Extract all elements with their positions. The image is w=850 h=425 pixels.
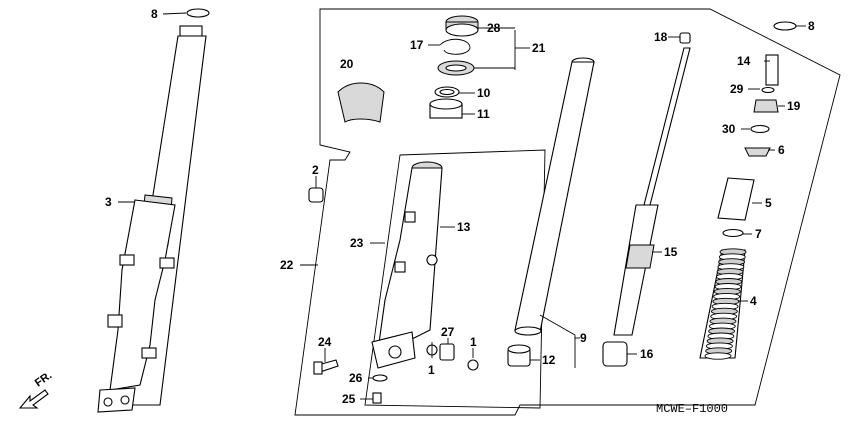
part-25-bolt xyxy=(372,392,382,404)
callout-3: 3 xyxy=(105,195,112,209)
inner-tube xyxy=(507,57,595,367)
callout-29: 29 xyxy=(730,82,744,96)
part-2-bushing xyxy=(308,187,324,203)
callout-4: 4 xyxy=(750,294,757,308)
diagram-code: MCWE–F1000 xyxy=(656,402,728,416)
callout-20: 20 xyxy=(340,57,354,71)
callout-1-a: 1 xyxy=(428,363,435,377)
part-20-cover xyxy=(337,82,385,123)
callout-6: 6 xyxy=(778,143,785,157)
callout-23: 23 xyxy=(350,236,364,250)
callout-10: 10 xyxy=(477,86,491,100)
callout-26: 26 xyxy=(349,371,363,385)
callout-16: 16 xyxy=(640,347,654,361)
fork-spring-coils xyxy=(704,248,747,360)
callout-13: 13 xyxy=(457,220,471,234)
front-direction-arrow: FR. xyxy=(18,369,54,409)
callout-9: 9 xyxy=(580,331,587,345)
callout-27: 27 xyxy=(441,325,455,339)
part-8-ring xyxy=(186,8,210,18)
direction-label: FR. xyxy=(33,369,54,389)
callout-17: 17 xyxy=(410,38,424,52)
callout-25: 25 xyxy=(342,392,356,406)
callout-28: 28 xyxy=(487,21,501,35)
assembly-boundary xyxy=(294,8,841,416)
callout-22: 22 xyxy=(280,258,294,272)
callout-15: 15 xyxy=(664,245,678,259)
callout-2: 2 xyxy=(312,163,319,177)
callout-8-left: 8 xyxy=(151,7,158,21)
part-1-collar-b xyxy=(467,359,479,371)
spring-coil xyxy=(704,352,732,360)
callout-1-b: 1 xyxy=(470,335,477,349)
callout-21: 21 xyxy=(532,41,546,55)
callout-30: 30 xyxy=(722,122,736,136)
complete-fork-assembly xyxy=(97,25,207,413)
callout-5: 5 xyxy=(765,196,772,210)
seal-stack xyxy=(429,15,479,119)
callout-11: 11 xyxy=(477,107,490,121)
callout-7: 7 xyxy=(755,227,762,241)
part-8-ring-right xyxy=(773,21,797,31)
fork-slider xyxy=(371,161,443,369)
callout-8-right: 8 xyxy=(808,19,815,33)
part-26-washer xyxy=(372,374,388,382)
part-27-spacer xyxy=(439,343,455,361)
callout-14: 14 xyxy=(737,54,751,68)
callout-24: 24 xyxy=(318,335,332,349)
callout-12: 12 xyxy=(542,353,556,367)
callout-18: 18 xyxy=(654,30,668,44)
sub-assembly-boundary xyxy=(364,149,546,409)
leader-lines xyxy=(118,12,806,400)
callout-19: 19 xyxy=(787,99,801,113)
damper-rod xyxy=(602,32,691,367)
